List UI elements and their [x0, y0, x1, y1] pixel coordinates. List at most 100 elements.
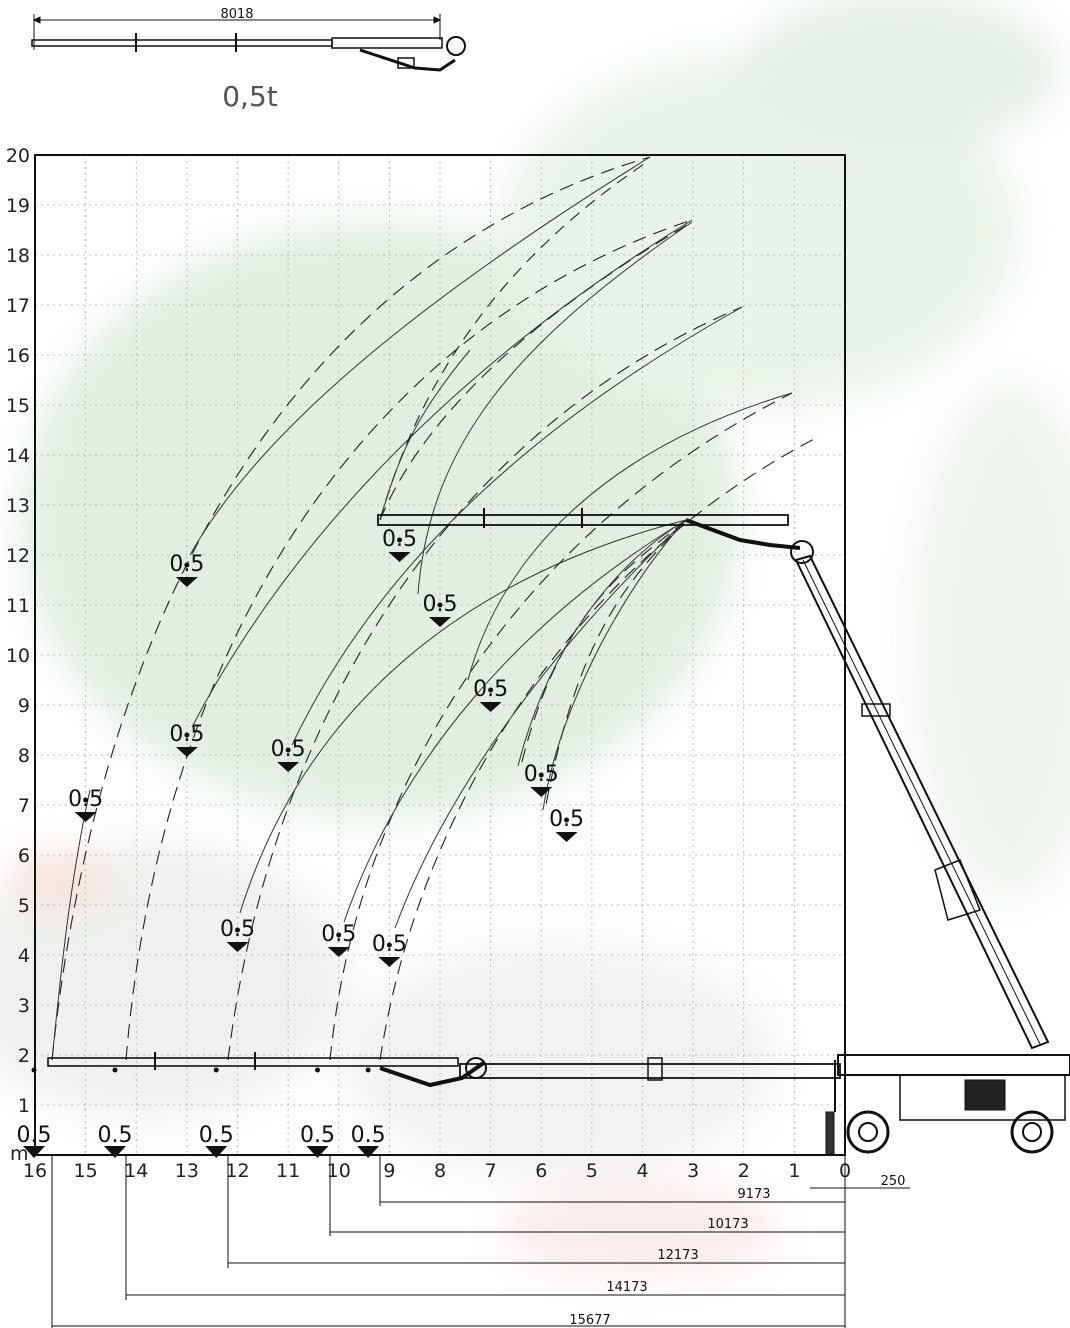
y-tick-label: 9	[18, 695, 30, 717]
x-tick-label: 13	[175, 1160, 199, 1182]
y-tick-label: 18	[6, 245, 30, 267]
load-triangle	[23, 1146, 45, 1158]
x-tick-label: 8	[434, 1160, 446, 1182]
dimension-label: 10173	[707, 1217, 748, 1232]
y-tick-label: 14	[6, 445, 30, 467]
load-triangle	[226, 942, 249, 952]
load-point	[112, 1067, 118, 1073]
grid	[34, 154, 846, 1156]
load-label: 0.5	[321, 922, 356, 947]
load-triangle	[479, 702, 502, 712]
load-point	[437, 602, 443, 608]
load-point	[83, 797, 89, 803]
load-point	[235, 927, 240, 933]
x-tick-label: 15	[74, 1160, 98, 1182]
load-marker: 0.5	[169, 722, 204, 757]
load-marker: 0.5	[423, 592, 458, 627]
load-label: 0.5	[220, 917, 255, 942]
load-triangle	[175, 747, 198, 757]
ground-load-markers: 0.5 0.5 0.5 0.5 0.5	[17, 1067, 386, 1158]
dimension-label: 9173	[737, 1187, 770, 1202]
y-tick-label: 7	[18, 795, 30, 817]
load-label: 0.5	[423, 592, 458, 617]
load-point	[365, 1067, 371, 1073]
load-point	[315, 1067, 320, 1073]
load-point	[285, 747, 291, 753]
x-tick-label: 2	[738, 1160, 750, 1182]
load-triangle	[388, 552, 411, 562]
load-label: 0.5	[300, 1123, 335, 1148]
ground-load-marker: 0.5	[300, 1067, 335, 1158]
load-marker: 0.5	[524, 762, 559, 797]
load-label: 0.5	[98, 1123, 133, 1148]
load-point	[184, 732, 190, 738]
load-label: 0.5	[524, 762, 559, 787]
unit-label: m	[10, 1143, 29, 1165]
load-point	[336, 932, 342, 938]
y-tick-label: 4	[18, 945, 30, 967]
load-marker: 0.5	[68, 787, 103, 822]
x-tick-label: 4	[636, 1160, 648, 1182]
load-marker: 0.5	[271, 737, 306, 772]
load-label: 0.5	[169, 722, 204, 747]
y-tick-label: 16	[6, 345, 30, 367]
x-tick-label: 11	[276, 1160, 300, 1182]
load-triangle	[378, 957, 401, 967]
dimension-label: 15677	[569, 1313, 610, 1328]
load-point	[386, 942, 392, 948]
y-tick-label: 2	[18, 1045, 30, 1067]
y-tick-label: 10	[6, 645, 30, 667]
y-tick-label: 17	[6, 295, 30, 317]
load-point	[488, 687, 494, 693]
y-tick-label: 19	[6, 195, 30, 217]
ground-load-marker: 0.5	[17, 1067, 52, 1158]
crane-boom-horizontal	[47, 1052, 841, 1088]
load-triangle	[429, 617, 451, 627]
dimension-label: 12173	[657, 1248, 698, 1263]
load-marker: 0.5	[372, 932, 407, 967]
load-point	[31, 1067, 37, 1073]
load-triangle	[277, 762, 300, 772]
dimension-label: 250	[881, 1174, 906, 1189]
truck-chassis	[825, 1054, 1070, 1155]
stowed-length-label: 8018	[220, 7, 253, 22]
load-label: 0.5	[351, 1123, 386, 1148]
x-tick-label: 10	[327, 1160, 351, 1182]
load-triangle	[530, 787, 553, 797]
load-label: 0.5	[372, 932, 407, 957]
ground-load-marker: 0.5	[98, 1067, 133, 1158]
load-triangle	[327, 947, 350, 957]
dimension-label: 14173	[606, 1280, 647, 1295]
x-tick-label: 14	[124, 1160, 148, 1182]
y-tick-label: 15	[6, 395, 30, 417]
load-marker: 0.5	[169, 552, 204, 587]
x-tick-label: 7	[485, 1160, 497, 1182]
stowed-crane-drawing	[31, 14, 466, 72]
y-tick-label: 12	[6, 545, 30, 567]
load-label: 0.5	[382, 527, 417, 552]
load-point	[564, 817, 570, 823]
load-label: 0.5	[17, 1123, 52, 1148]
load-label: 0.5	[169, 552, 204, 577]
x-tick-label: 12	[225, 1160, 249, 1182]
load-point	[538, 772, 544, 778]
load-label: 0.5	[199, 1123, 234, 1148]
x-tick-label: 6	[535, 1160, 547, 1182]
chart-frame	[34, 154, 846, 1156]
x-tick-label: 3	[687, 1160, 699, 1182]
y-tick-label: 1	[18, 1095, 30, 1117]
load-label: 0.5	[473, 677, 508, 702]
load-triangle	[175, 577, 198, 587]
y-tick-label: 6	[18, 845, 30, 867]
guide-curves	[51, 156, 793, 1061]
reach-dimension-lines	[51, 1155, 910, 1328]
load-triangle	[555, 832, 578, 842]
load-marker: 0.5	[382, 527, 417, 562]
load-point	[213, 1067, 219, 1073]
load-triangle	[74, 812, 97, 822]
